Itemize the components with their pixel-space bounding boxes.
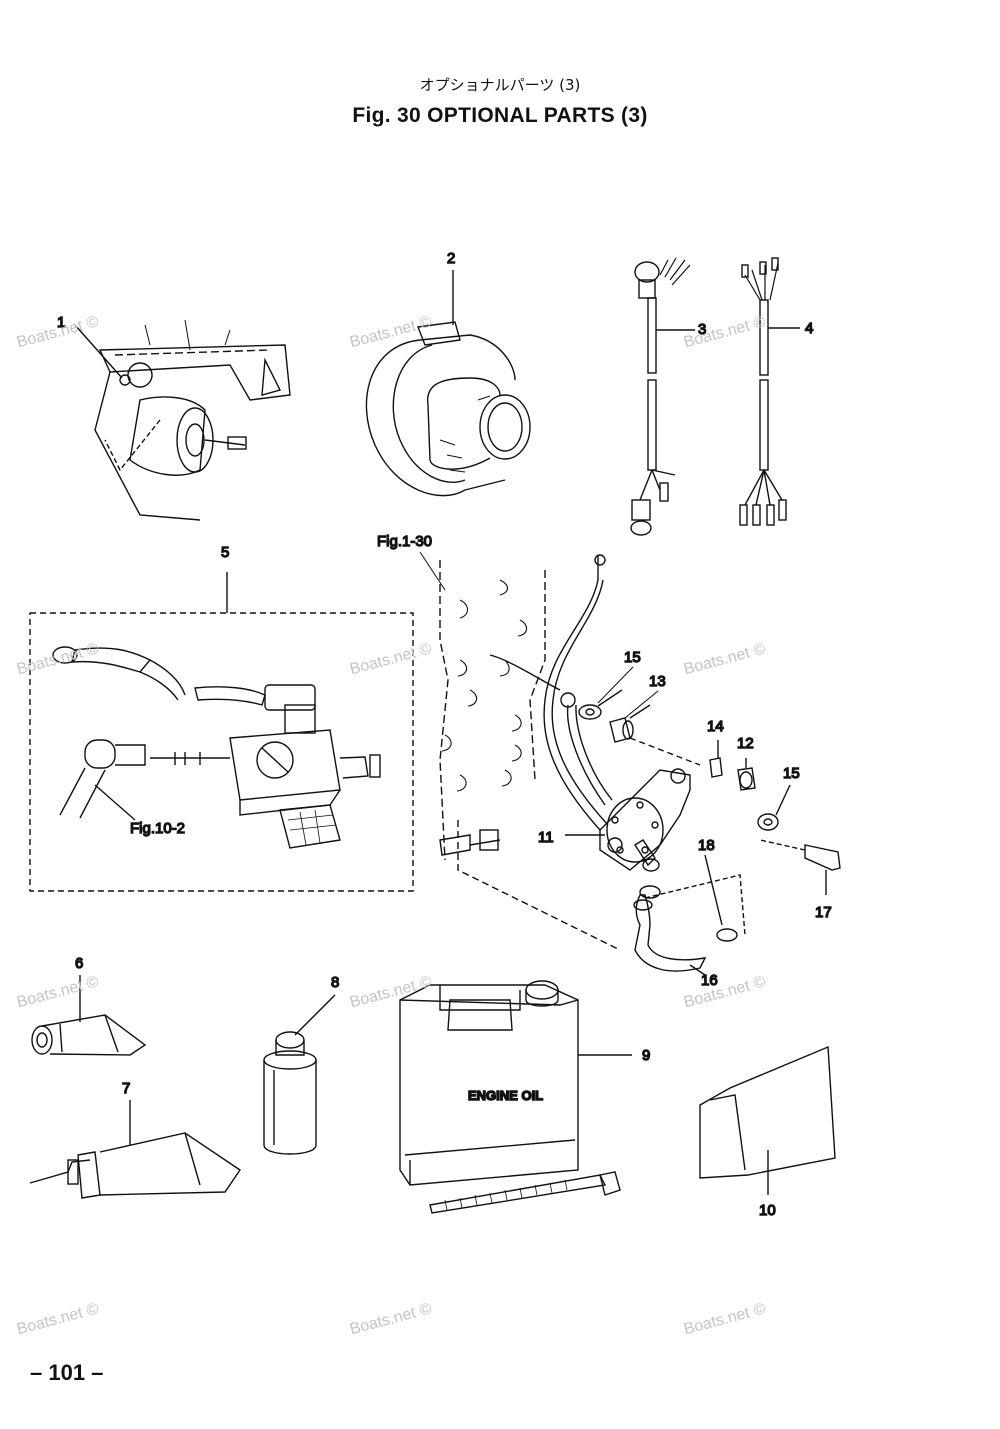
part-7-drawing	[29, 1100, 241, 1199]
callout-17: 17	[815, 904, 832, 921]
page-title: Fig. 30 OPTIONAL PARTS (3)	[352, 104, 648, 127]
callout-6: 6	[75, 955, 83, 972]
callout-5: 5	[221, 544, 229, 561]
part-6-drawing	[31, 975, 147, 1056]
part-2-drawing	[365, 270, 531, 497]
callout-11: 11	[538, 829, 554, 846]
callout-16: 16	[701, 972, 718, 989]
callout-9: 9	[642, 1047, 650, 1064]
part-4-drawing	[739, 257, 800, 526]
part-9-drawing	[399, 980, 632, 1214]
callout-10: 10	[759, 1202, 776, 1219]
part-8-drawing	[263, 994, 336, 1155]
callout-2: 2	[447, 250, 455, 267]
callout-7: 7	[122, 1080, 130, 1097]
part-3-drawing	[630, 257, 695, 536]
ref-fig-10-2: Fig.10-2	[130, 820, 185, 837]
callout-12: 12	[737, 735, 754, 752]
part-5-drawing	[29, 572, 414, 892]
callout-15b: 15	[783, 765, 800, 782]
callout-15a: 15	[624, 649, 641, 666]
page-number: – 101 –	[30, 1360, 104, 1385]
callout-8: 8	[331, 974, 339, 991]
callout-3: 3	[698, 321, 706, 338]
callout-1: 1	[57, 314, 65, 331]
engine-oil-label: ENGINE OIL	[468, 1088, 543, 1103]
part-1-drawing	[74, 319, 291, 521]
callout-18: 18	[698, 837, 715, 854]
callout-14: 14	[707, 718, 724, 735]
callout-13: 13	[649, 673, 666, 690]
callout-4: 4	[805, 320, 813, 337]
ref-fig-1-30: Fig.1-30	[377, 533, 432, 550]
fuel-pump-assembly-drawing	[439, 554, 841, 976]
page-subtitle-jp: オプショナルパーツ (3)	[419, 76, 581, 94]
part-10-drawing	[699, 1045, 836, 1195]
